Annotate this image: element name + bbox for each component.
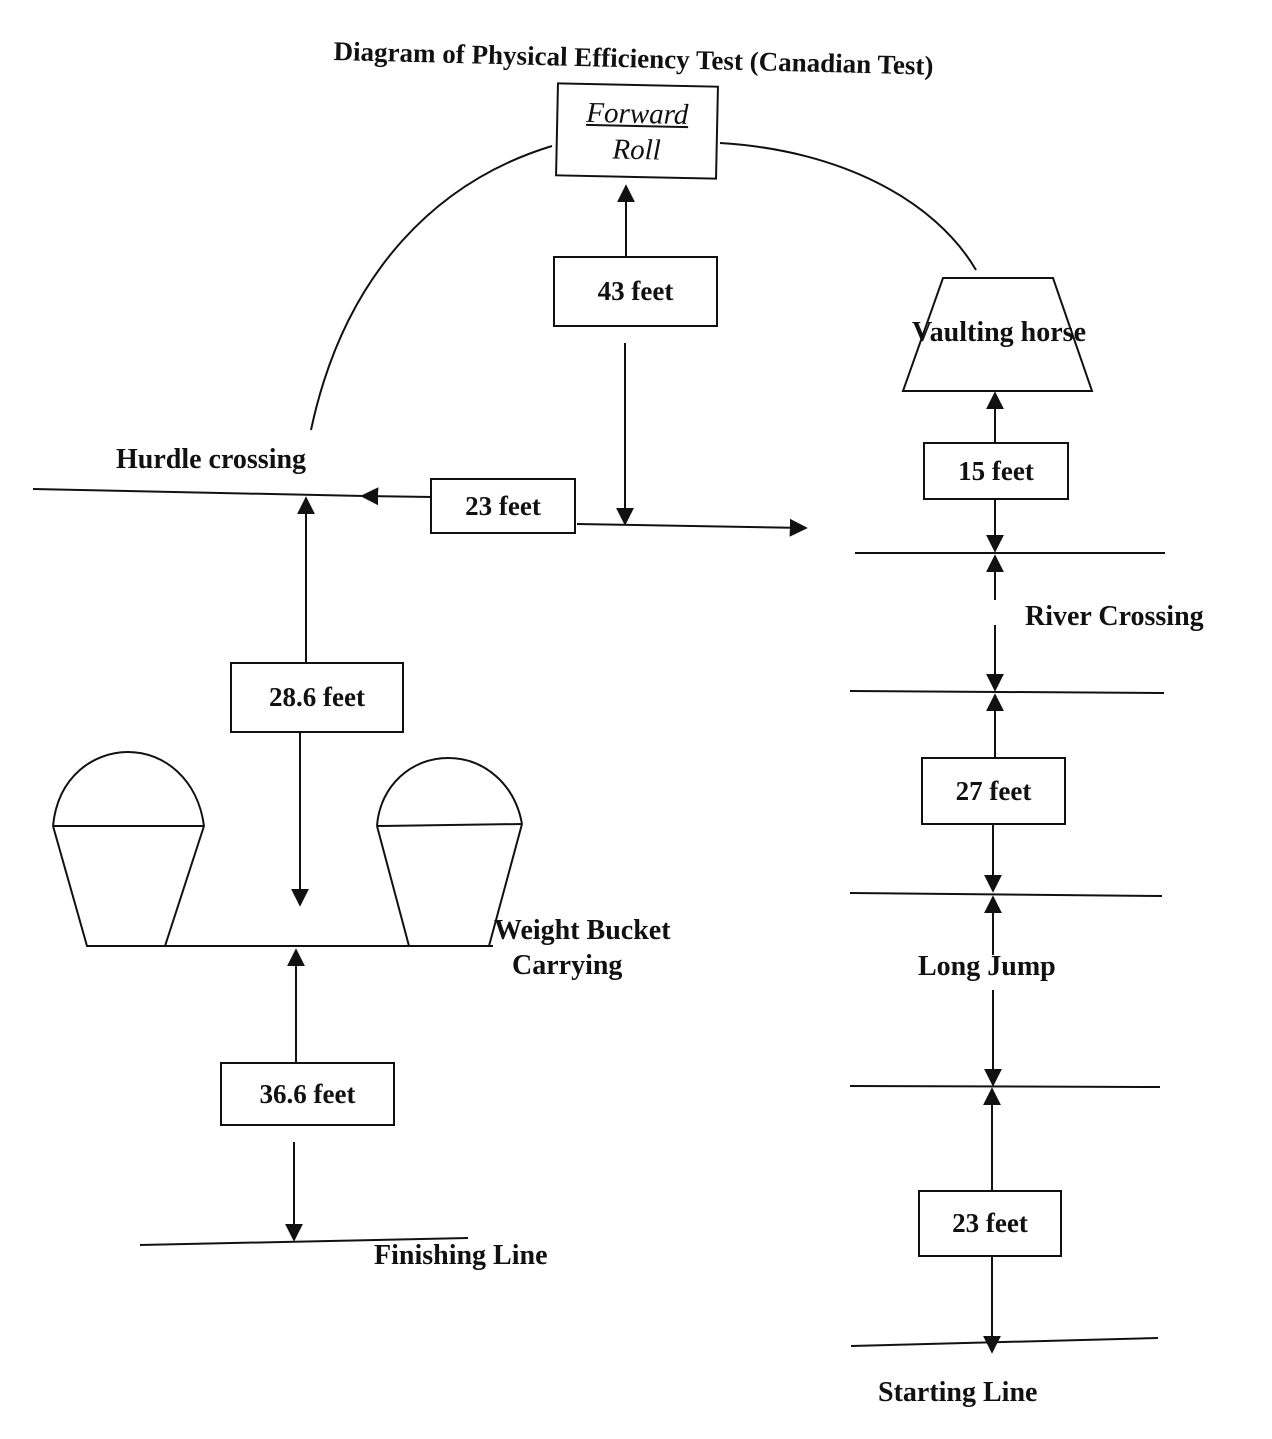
distance-box-27: 27 feet — [921, 757, 1066, 825]
forward-roll-label-2: Roll — [612, 133, 662, 167]
hurdle-crossing-label: Hurdle crossing — [116, 444, 307, 475]
route-arc-left — [310, 145, 553, 431]
river-bottom-line — [849, 690, 1165, 694]
finishing-line-label: Finishing Line — [374, 1240, 548, 1271]
distance-box-43: 43 feet — [553, 256, 718, 327]
bucket-left-dome — [52, 750, 205, 827]
starting-line — [850, 1337, 1159, 1347]
finishing-line — [139, 1237, 469, 1246]
long-jump-top-line — [849, 892, 1163, 897]
bucket-left-body — [52, 825, 205, 947]
distance-box-15: 15 feet — [923, 442, 1069, 500]
forward-roll-box: Forward Roll — [555, 82, 719, 180]
distance-box-36-6: 36.6 feet — [220, 1062, 395, 1126]
bucket-right-dome — [376, 756, 523, 827]
vaulting-horse-shape — [901, 277, 1094, 392]
weight-bucket-label-2: Carrying — [512, 950, 623, 981]
distance-box-23-mid: 23 feet — [430, 478, 576, 534]
hurdle-crossing-line — [32, 488, 365, 497]
arrow-to-hurdle — [360, 487, 433, 506]
starting-line-label: Starting Line — [878, 1377, 1038, 1408]
distance-box-28-6: 28.6 feet — [230, 662, 404, 733]
vaulting-horse-label: Vaulting horse — [912, 317, 1087, 348]
long-jump-label: Long Jump — [918, 951, 1056, 982]
weight-bucket-label-1: Weight Bucket — [494, 915, 671, 946]
distance-box-23-start: 23 feet — [918, 1190, 1062, 1257]
bucket-right-rim — [376, 823, 523, 827]
river-crossing-label: River Crossing — [1025, 601, 1204, 632]
long-jump-bottom-line — [849, 1085, 1161, 1088]
forward-roll-label-1: Forward — [586, 96, 689, 132]
route-arc-right — [719, 142, 977, 271]
arrow-right-mid — [576, 518, 808, 537]
